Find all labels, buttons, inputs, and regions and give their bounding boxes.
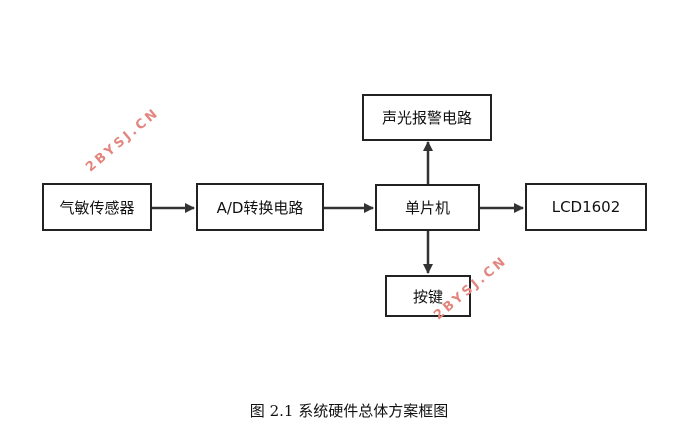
alarm-label: 声光报警电路 bbox=[381, 109, 472, 127]
keys-label: 按键 bbox=[412, 287, 443, 306]
ad-converter-label: A/D转换电路 bbox=[216, 198, 304, 217]
mcu-box: 单片机 bbox=[375, 184, 480, 231]
lcd-label: LCD1602 bbox=[551, 198, 621, 216]
gas-sensor-label: 气敏传感器 bbox=[59, 198, 135, 217]
ad-converter-box: A/D转换电路 bbox=[196, 183, 324, 231]
lcd-box: LCD1602 bbox=[525, 183, 647, 231]
alarm-box: 声光报警电路 bbox=[362, 94, 492, 141]
mcu-label: 单片机 bbox=[404, 199, 450, 217]
figure-caption: 图 2.1 系统硬件总体方案框图 bbox=[249, 402, 449, 420]
keys-box: 按键 bbox=[385, 275, 471, 317]
gas-sensor-box: 气敏传感器 bbox=[42, 183, 152, 231]
